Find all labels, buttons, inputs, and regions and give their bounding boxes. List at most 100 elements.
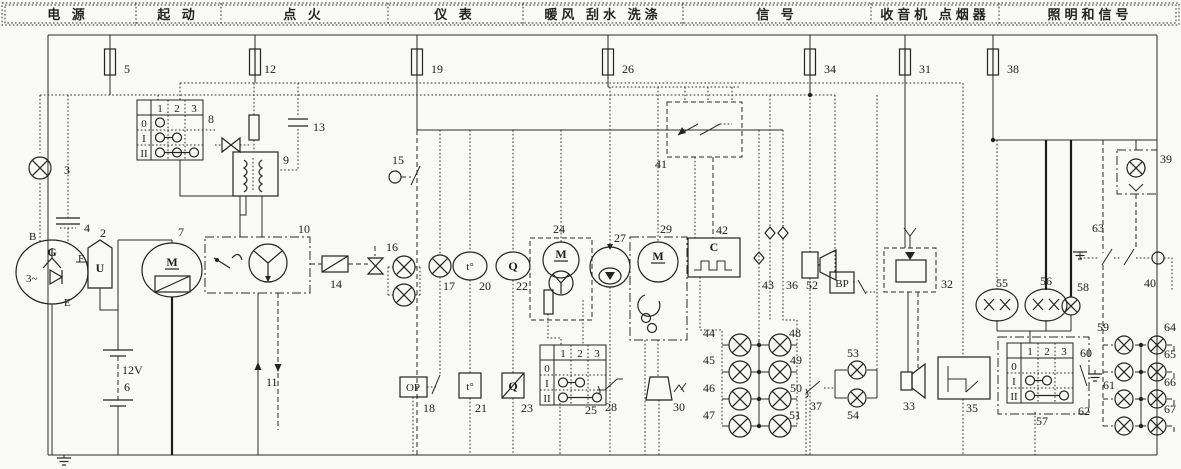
section-heater-wiper-washer: 暖风 刮水 洗涤 bbox=[544, 7, 661, 22]
section-signal: 信 号 bbox=[756, 7, 798, 22]
label-5: 5 bbox=[124, 62, 130, 76]
label-41: 41 bbox=[655, 157, 667, 171]
washer-pump-motor-27 bbox=[589, 244, 631, 288]
label-54: 54 bbox=[847, 408, 859, 422]
label-14: 14 bbox=[330, 277, 342, 291]
wiper-motor-29: M bbox=[629, 236, 688, 341]
label-18: 18 bbox=[423, 401, 435, 415]
row-0: 0 bbox=[544, 363, 550, 375]
horn-52 bbox=[818, 249, 837, 281]
light-switch-57 bbox=[997, 336, 1090, 415]
fuel-sender-symbol: Q bbox=[508, 379, 517, 393]
row-0: 0 bbox=[141, 118, 147, 130]
row-II: II bbox=[140, 148, 148, 160]
section-starting: 起 动 bbox=[156, 7, 199, 22]
distributor bbox=[204, 236, 311, 294]
label-15: 15 bbox=[392, 153, 404, 167]
noise-capacitor bbox=[56, 217, 80, 229]
regulator-letter: U bbox=[96, 261, 105, 275]
label-49: 49 bbox=[790, 353, 802, 367]
voltage-regulator: U bbox=[87, 239, 113, 289]
radio-32 bbox=[883, 227, 937, 293]
horn-button: BP bbox=[829, 271, 867, 295]
label-22: 22 bbox=[516, 279, 528, 293]
col-3: 3 bbox=[594, 348, 600, 360]
fuse-34 bbox=[803, 48, 817, 76]
temp-gauge-symbol: t° bbox=[466, 261, 473, 273]
label-23: 23 bbox=[521, 401, 533, 415]
wiper-park-switch-28 bbox=[597, 378, 623, 395]
blower-motor-24: M bbox=[529, 237, 593, 321]
label-60: 60 bbox=[1080, 346, 1092, 360]
fuse-31 bbox=[898, 48, 912, 76]
label-40: 40 bbox=[1144, 276, 1156, 290]
ballast-resistor bbox=[248, 114, 260, 141]
label-34: 34 bbox=[824, 62, 836, 76]
plug-lead-arrows bbox=[254, 362, 282, 372]
terminal-letter-labels: B F E bbox=[29, 231, 84, 309]
battery bbox=[103, 349, 133, 407]
flasher-42: C bbox=[687, 237, 741, 278]
ignition-coil bbox=[232, 151, 279, 197]
label-battery-voltage: 12V bbox=[122, 363, 143, 377]
spark-plug bbox=[366, 257, 385, 275]
label-62: 62 bbox=[1078, 404, 1090, 418]
indicator-lamps-16 bbox=[392, 255, 416, 307]
label-66: 66 bbox=[1164, 375, 1176, 389]
label-28: 28 bbox=[605, 400, 617, 414]
flasher-letter: C bbox=[710, 240, 719, 254]
terminal-B: B bbox=[29, 231, 36, 243]
component-number-labels: 2 3 4 5 6 12V 7 8 9 10 11 12 13 14 15 16… bbox=[64, 62, 1176, 428]
headlamp-55 bbox=[975, 288, 1019, 322]
header-strip: 电 源 起 动 点 火 仪 表 暖风 刮水 洗涤 信 号 收音机 点烟器 照明和… bbox=[1, 2, 1180, 26]
label-61: 61 bbox=[1103, 378, 1115, 392]
label-52: 52 bbox=[806, 278, 818, 292]
label-30: 30 bbox=[673, 400, 685, 414]
section-radio-lighter: 收音机 点烟器 bbox=[880, 7, 990, 22]
label-10: 10 bbox=[298, 222, 310, 236]
section-power: 电 源 bbox=[47, 7, 89, 22]
label-20: 20 bbox=[479, 279, 491, 293]
op-letters: OP bbox=[406, 382, 420, 394]
oil-pressure-switch-18: OP bbox=[399, 374, 441, 398]
label-37: 37 bbox=[810, 399, 822, 413]
section-ignition: 点 火 bbox=[283, 7, 325, 22]
fuse-5 bbox=[103, 48, 117, 76]
fuses bbox=[103, 48, 1000, 76]
blower-switch-table: 1 2 3 0 I II bbox=[539, 344, 607, 406]
label-42: 42 bbox=[716, 223, 728, 237]
condenser-13 bbox=[288, 118, 308, 127]
section-lighting-signal: 照明和信号 bbox=[1047, 7, 1132, 22]
connector-14 bbox=[321, 255, 349, 273]
row-0: 0 bbox=[1011, 361, 1017, 373]
label-44: 44 bbox=[703, 326, 715, 340]
label-50: 50 bbox=[790, 381, 802, 395]
temp-sender-21: t° bbox=[458, 372, 482, 399]
label-25: 25 bbox=[585, 403, 597, 417]
label-21: 21 bbox=[475, 401, 487, 415]
section-gauges: 仪 表 bbox=[433, 7, 476, 22]
label-32: 32 bbox=[941, 277, 953, 291]
label-43: 43 bbox=[762, 278, 774, 292]
col-1: 1 bbox=[560, 348, 566, 360]
headlamp-56 bbox=[1024, 288, 1068, 322]
blower-letter: M bbox=[555, 247, 566, 261]
label-46: 46 bbox=[703, 381, 715, 395]
alternator: G 3~ bbox=[15, 239, 89, 305]
brake-switch-37 bbox=[805, 380, 821, 398]
label-13: 13 bbox=[313, 120, 325, 134]
label-45: 45 bbox=[703, 353, 715, 367]
junction-dots bbox=[756, 92, 1144, 429]
col-2: 2 bbox=[174, 103, 180, 115]
col-2: 2 bbox=[1044, 346, 1050, 358]
label-59: 59 bbox=[1097, 320, 1109, 334]
label-4: 4 bbox=[84, 221, 90, 235]
instrument-lamp-39 bbox=[1116, 149, 1158, 195]
wiper-letter: M bbox=[652, 249, 663, 263]
switch-15 bbox=[388, 165, 421, 186]
oil-warning-lamp-17 bbox=[428, 254, 452, 278]
label-39: 39 bbox=[1160, 152, 1172, 166]
brake-lamps bbox=[847, 360, 867, 408]
label-16: 16 bbox=[386, 240, 398, 254]
